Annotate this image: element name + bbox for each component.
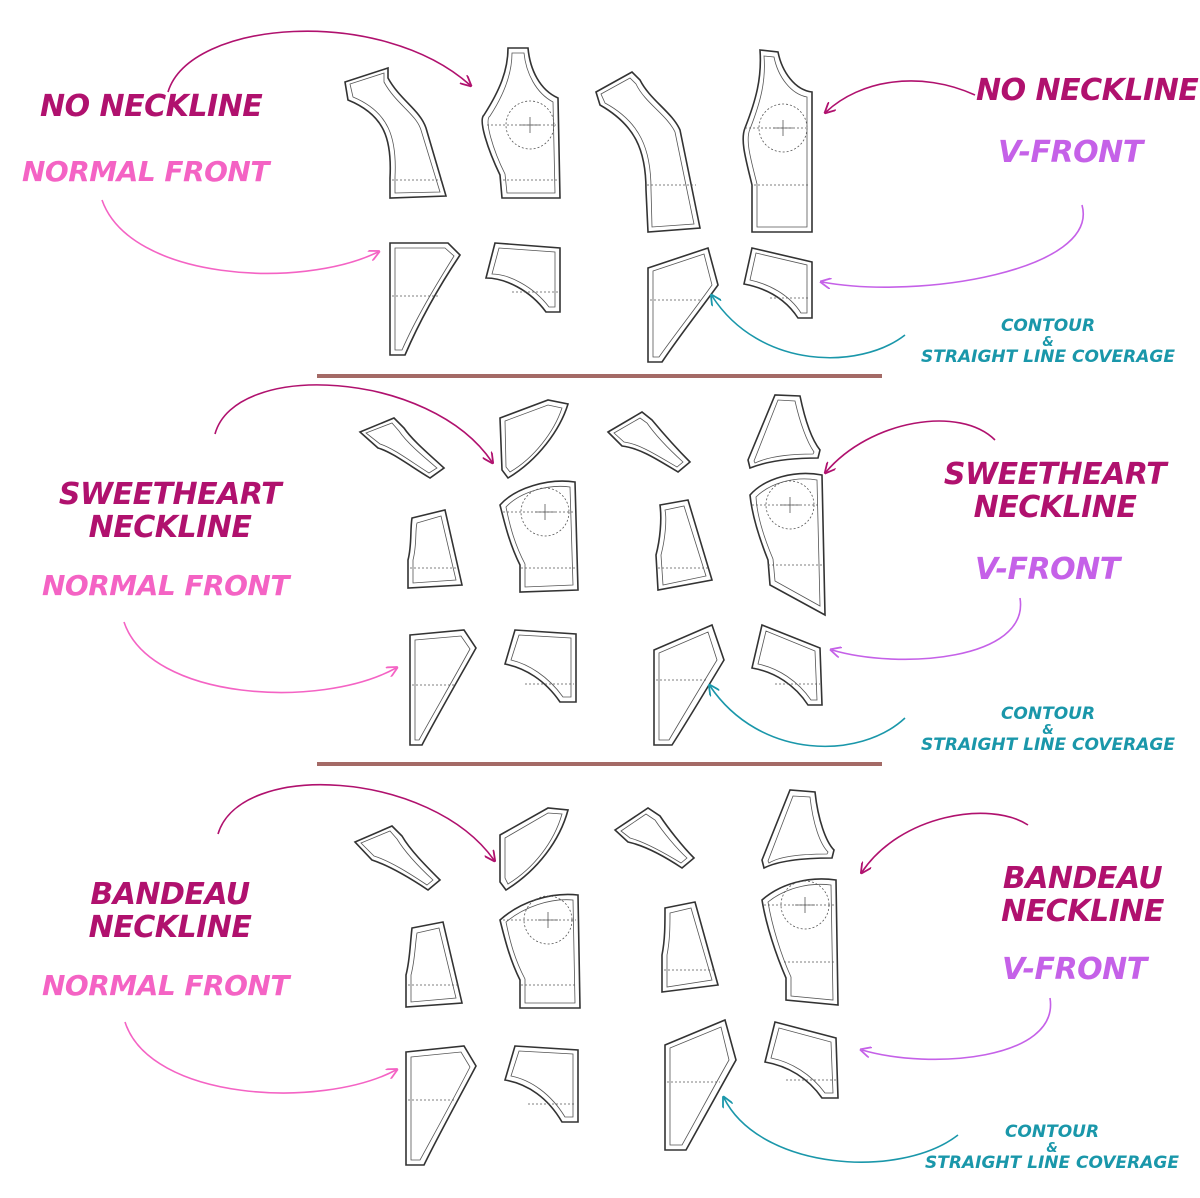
coverage-line2: STRAIGHT LINE COVERAGE: [921, 347, 1175, 368]
section-3-pieces: [353, 789, 839, 1166]
pattern-piece-icon: [405, 921, 463, 1008]
pattern-piece-icon: [353, 825, 442, 891]
curved-arrow-icon: [101, 30, 1085, 1163]
pattern-piece-icon: [484, 242, 561, 313]
pattern-piece-icon: [764, 1021, 839, 1099]
pattern-piece-icon: [358, 417, 446, 479]
left-neckline-line1: SWEETHEART: [58, 477, 282, 512]
left-front-label: NORMAL FRONT: [42, 969, 289, 1002]
pattern-piece-icon: [647, 246, 719, 363]
coverage-amp: &: [1046, 1140, 1058, 1156]
pattern-piece-icon: [499, 893, 581, 1009]
pattern-piece-icon: [344, 66, 448, 199]
right-neckline-line1: SWEETHEART: [943, 457, 1167, 492]
coverage-line2: STRAIGHT LINE COVERAGE: [925, 1153, 1179, 1174]
coverage-line1: CONTOUR: [1004, 1122, 1100, 1142]
coverage-line1: CONTOUR: [1000, 316, 1096, 336]
left-neckline-line2: NECKLINE: [88, 910, 252, 945]
pattern-piece-icon: [747, 394, 821, 470]
right-neckline-line2: NECKLINE: [1001, 894, 1164, 929]
right-neckline-line2: NECKLINE: [973, 490, 1137, 525]
pattern-piece-icon: [407, 509, 463, 589]
pattern-piece-icon: [613, 807, 696, 869]
pattern-piece-icon: [761, 789, 835, 870]
left-neckline-label: SWEETHEART NECKLINE: [50, 478, 290, 544]
right-front-label: V-FRONT: [1002, 952, 1147, 987]
pattern-piece-icon: [653, 623, 725, 746]
pattern-piece-icon: [595, 71, 701, 233]
pattern-piece-icon: [742, 49, 813, 233]
left-front-label: NORMAL FRONT: [42, 569, 289, 602]
coverage-line1: CONTOUR: [1000, 704, 1096, 724]
section-1-pieces: [344, 47, 813, 363]
pattern-piece-icon: [389, 242, 462, 356]
pattern-piece-icon: [751, 623, 823, 706]
right-front-label: V-FRONT: [975, 552, 1120, 587]
coverage-amp: &: [1042, 334, 1054, 350]
right-neckline-label: BANDEAU NECKLINE: [985, 862, 1180, 928]
coverage-label: CONTOUR & STRAIGHT LINE COVERAGE: [912, 704, 1184, 756]
pattern-piece-icon: [606, 411, 692, 473]
left-neckline-label: BANDEAU NECKLINE: [70, 878, 270, 944]
pattern-piece-icon: [661, 901, 720, 993]
pattern-piece-icon: [664, 1018, 737, 1151]
left-neckline-line2: NECKLINE: [88, 510, 252, 545]
left-neckline-label: NO NECKLINE: [40, 89, 263, 124]
pattern-piece-icon: [503, 1045, 579, 1123]
right-neckline-label: NO NECKLINE: [976, 73, 1199, 108]
coverage-label: CONTOUR & STRAIGHT LINE COVERAGE: [912, 316, 1184, 368]
pattern-piece-icon: [743, 247, 813, 319]
pattern-piece-icon: [503, 629, 577, 703]
coverage-amp: &: [1042, 722, 1054, 738]
section-2-pieces: [358, 394, 826, 746]
right-front-label: V-FRONT: [998, 135, 1143, 170]
pattern-piece-icon: [499, 399, 570, 480]
pattern-piece-icon: [749, 472, 826, 617]
coverage-line2: STRAIGHT LINE COVERAGE: [921, 735, 1175, 756]
pattern-piece-icon: [481, 47, 561, 199]
right-neckline-line1: BANDEAU: [1002, 861, 1163, 896]
pattern-piece-icon: [761, 878, 839, 1006]
left-front-label: NORMAL FRONT: [22, 155, 269, 188]
right-neckline-label: SWEETHEART NECKLINE: [930, 458, 1180, 524]
pattern-piece-icon: [409, 629, 477, 746]
left-neckline-line1: BANDEAU: [90, 877, 250, 912]
pattern-piece-icon: [499, 807, 570, 892]
pattern-piece-icon: [405, 1045, 477, 1166]
pattern-piece-icon: [499, 480, 579, 593]
coverage-label: CONTOUR & STRAIGHT LINE COVERAGE: [916, 1122, 1188, 1174]
pattern-piece-icon: [655, 499, 714, 591]
